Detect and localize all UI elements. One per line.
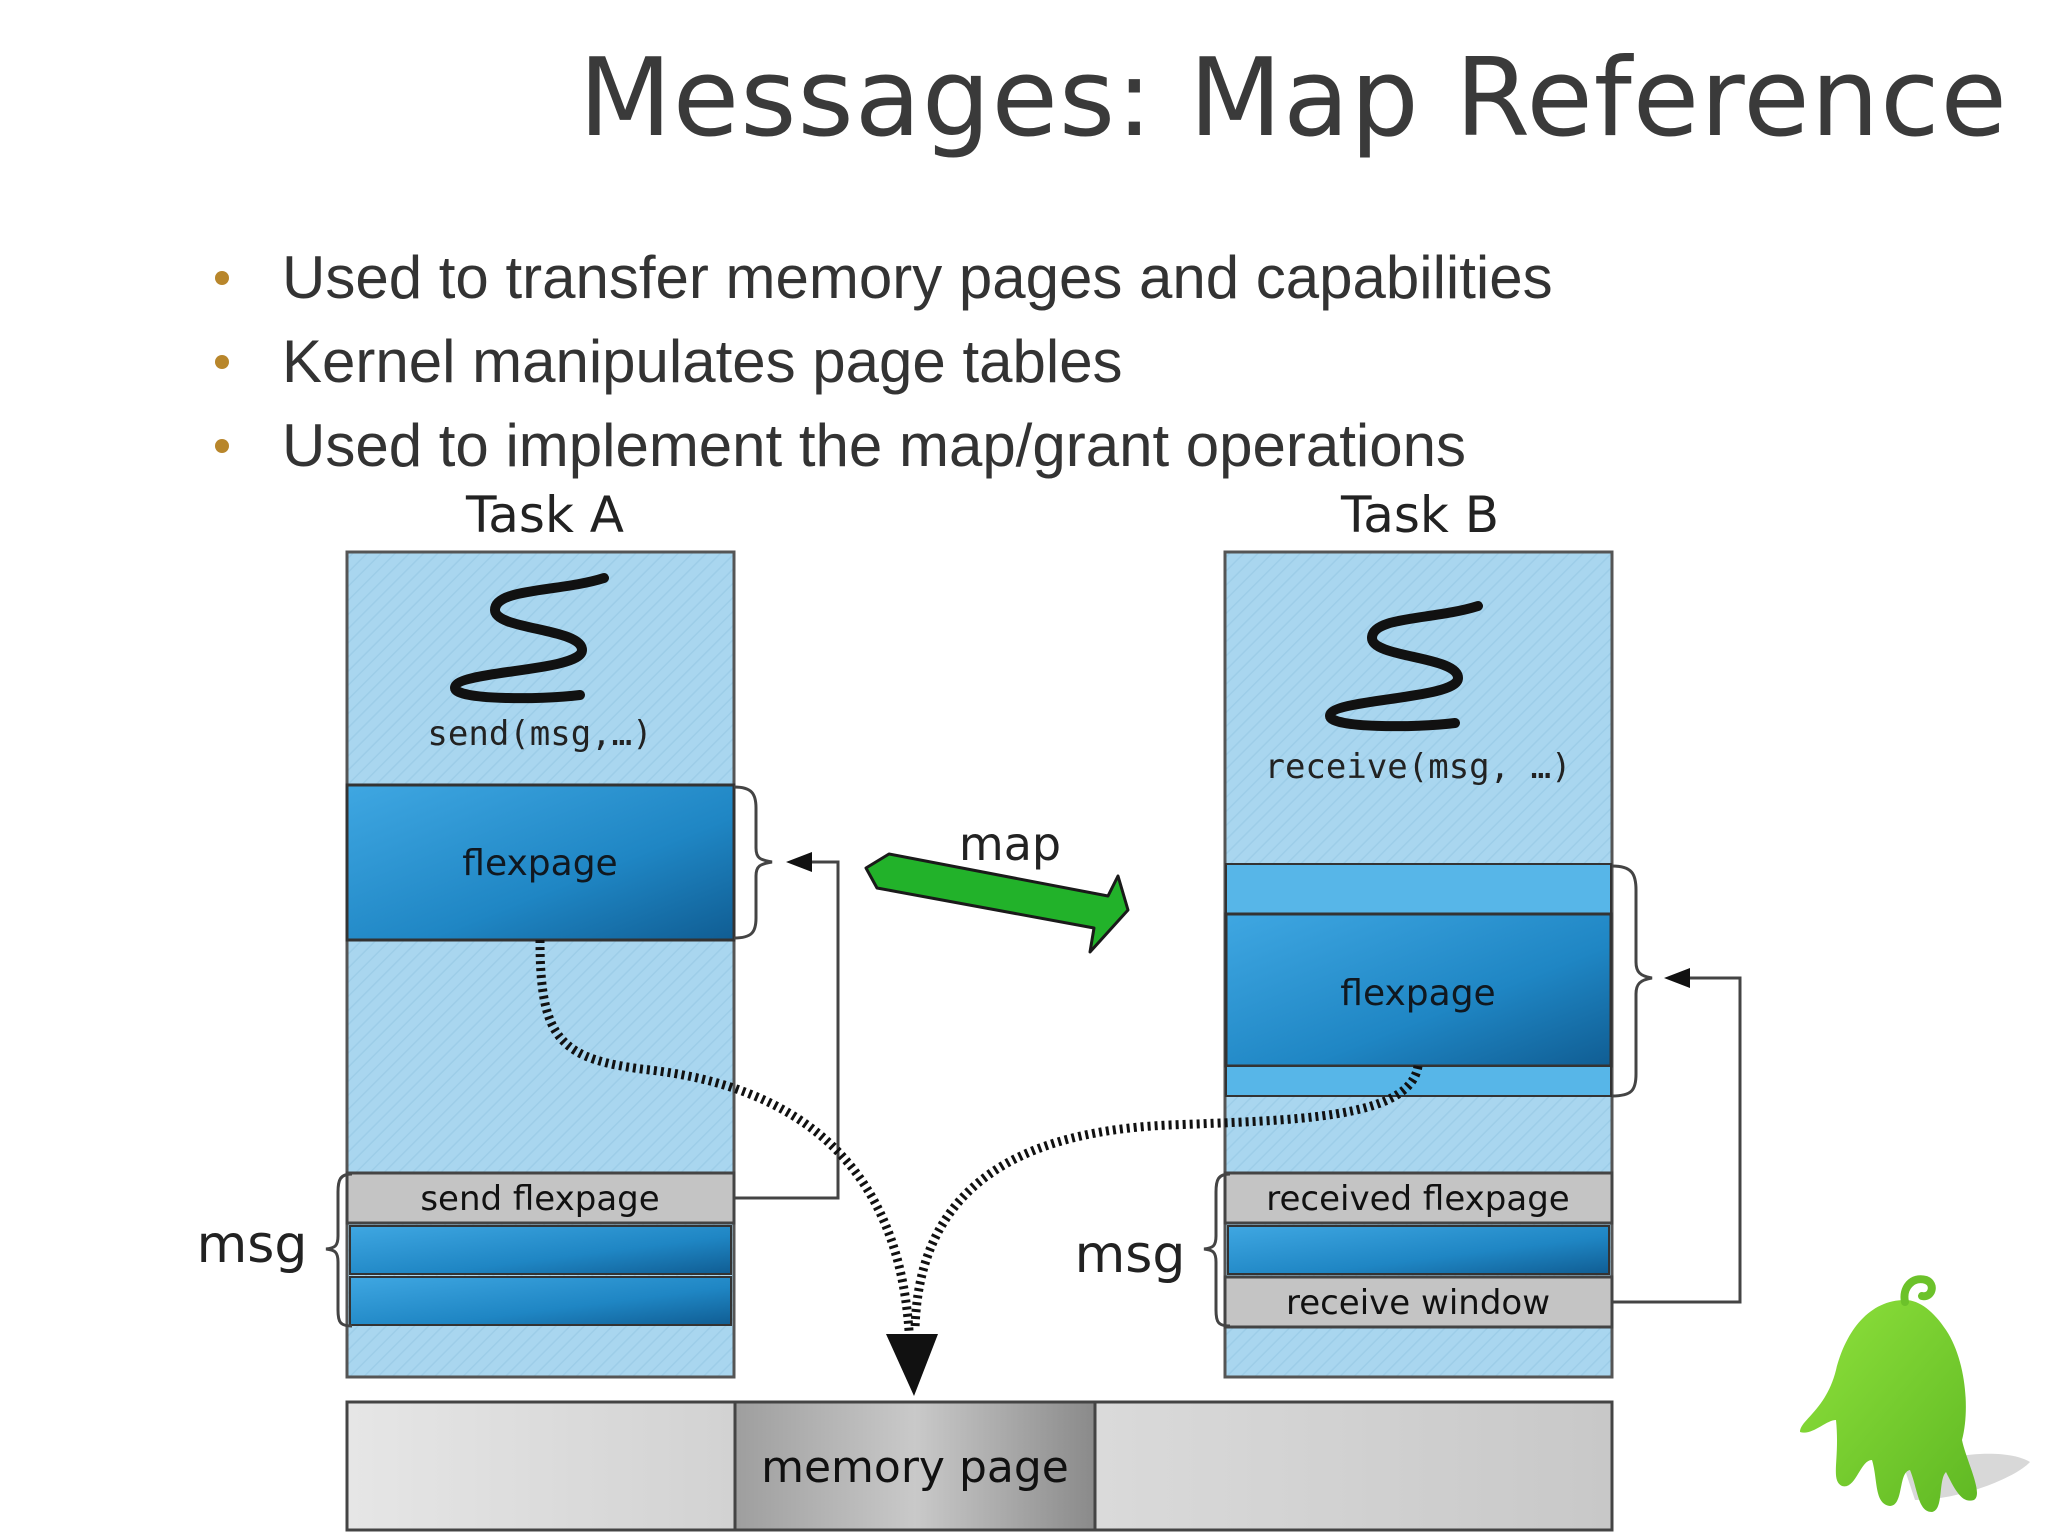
slide-title: Messages: Map Reference	[579, 36, 2008, 161]
receive-window-label: receive window	[1286, 1283, 1550, 1323]
bullet-item-3: Used to implement the map/grant operatio…	[282, 412, 1466, 479]
task-b: Task B receive(msg, …) flexpage received…	[1075, 486, 1742, 1379]
task-a: Task A send(msg,…) flexpage send flexpag…	[197, 486, 840, 1379]
bullet-marker	[215, 355, 229, 369]
task-b-flexpage-label: flexpage	[1340, 973, 1495, 1014]
mascot-body	[1800, 1300, 1977, 1512]
task-b-to-memory-curve	[910, 1064, 1423, 1331]
bullet-marker	[215, 271, 229, 285]
map-label: map	[959, 817, 1061, 871]
memory-page-label: memory page	[761, 1442, 1069, 1493]
task-b-title: Task B	[1340, 486, 1499, 544]
arrowhead-icon	[786, 852, 812, 872]
memory-page	[733, 1400, 1097, 1532]
bullet-marker	[215, 439, 229, 453]
received-flexpage-label: received flexpage	[1266, 1179, 1569, 1219]
thread-squiggle-icon	[449, 573, 609, 704]
bullet-list: Used to transfer memory pages and capabi…	[215, 244, 1553, 479]
task-a-title: Task A	[465, 486, 624, 544]
arrowhead-icon	[1664, 968, 1690, 988]
task-a-msg-word-2	[349, 1276, 732, 1326]
bullet-item-1: Used to transfer memory pages and capabi…	[282, 244, 1553, 311]
bullet-item-2: Kernel manipulates page tables	[282, 328, 1123, 395]
task-a-msg-brace	[325, 1172, 353, 1328]
physical-memory: memory page	[345, 1400, 1614, 1532]
mascot-antenna	[1900, 1275, 1936, 1306]
task-a-msg-label: msg	[197, 1215, 308, 1275]
receive-window-connector	[1612, 976, 1742, 1304]
task-a-flexpage-label: flexpage	[462, 843, 617, 884]
task-b-window-brace	[1611, 864, 1653, 1098]
task-a-msg-word-1	[349, 1225, 732, 1275]
memory-right-region	[1093, 1400, 1614, 1532]
task-b-msg-label: msg	[1075, 1225, 1186, 1285]
map-arrow: map	[864, 817, 1130, 954]
task-b-receive-call: receive(msg, …)	[1264, 747, 1571, 787]
task-a-flexpage-brace	[733, 785, 773, 940]
send-flexpage-label: send flexpage	[420, 1179, 659, 1219]
task-a-flexpage	[345, 783, 736, 942]
received-flexpage-bar	[1223, 1171, 1614, 1225]
task-b-msg-word	[1227, 1225, 1610, 1275]
task-b-window-top	[1225, 863, 1612, 915]
map-arrow-icon	[864, 852, 1130, 954]
task-b-msg-brace	[1203, 1172, 1231, 1328]
task-a-to-memory-curve	[535, 939, 915, 1353]
arrowhead-icon	[886, 1334, 938, 1396]
mascot-logo	[1800, 1275, 2030, 1512]
task-b-window-bottom	[1225, 1065, 1612, 1097]
memory-left-region	[345, 1400, 737, 1532]
mapping-curves	[535, 939, 1423, 1396]
thread-squiggle-icon	[1324, 601, 1483, 732]
send-flexpage-connector	[734, 860, 840, 1200]
send-flexpage-bar	[345, 1171, 736, 1225]
task-a-send-call: send(msg,…)	[427, 714, 652, 754]
